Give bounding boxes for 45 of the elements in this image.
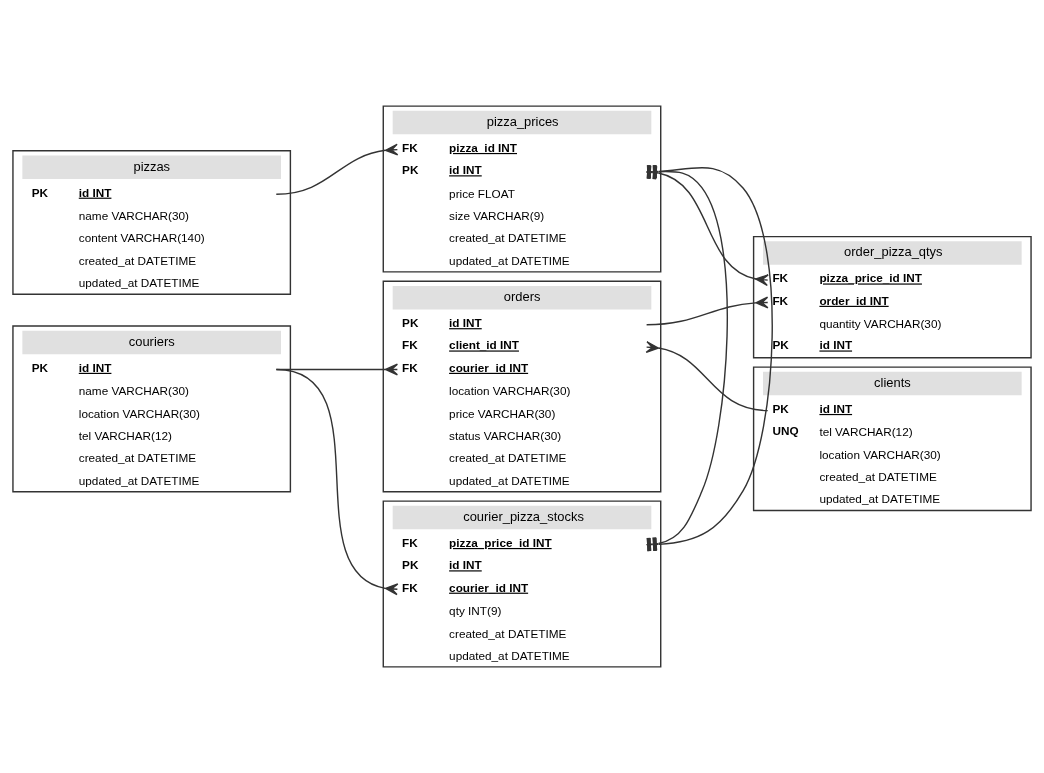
node-text: updated_at DATETIME: [449, 253, 570, 267]
node-text: created_at DATETIME: [449, 451, 567, 465]
node-text: price FLOAT: [449, 186, 515, 200]
node-text: FK pizza_id INT: [402, 140, 518, 154]
node-text: PK id INT: [772, 338, 853, 352]
node-text: FK pizza_price_id INT: [402, 535, 552, 549]
connector: [275, 143, 399, 195]
node-text: created_at DATETIME: [78, 451, 197, 465]
connector: [275, 368, 399, 596]
node-text: content VARCHAR(140): [78, 231, 205, 245]
node-text: name VARCHAR(30): [78, 384, 189, 398]
node-text: FK client_id INT: [402, 338, 519, 352]
node-text: created_at DATETIME: [819, 470, 937, 484]
node-text: location VARCHAR(30): [449, 384, 571, 398]
node-text: UNQ tel VARCHAR(12): [772, 424, 913, 439]
node-text: created_at DATETIME: [449, 626, 567, 640]
node-text: FK courier_id INT: [402, 360, 529, 374]
node-text: created_at DATETIME: [78, 253, 197, 267]
node-text: PK id INT: [772, 401, 853, 415]
node-text: updated_at DATETIME: [449, 648, 570, 662]
node-text: PK id INT: [402, 316, 482, 330]
node-text: updated_at DATETIME: [819, 492, 941, 506]
node-text: PK id INT: [402, 558, 482, 572]
node-text: size VARCHAR(9): [449, 209, 545, 223]
node-text: price VARCHAR(30): [449, 406, 556, 420]
node-text: status VARCHAR(30): [449, 428, 562, 442]
node-text: location VARCHAR(30): [78, 406, 201, 420]
node-text: quantity VARCHAR(30): [819, 317, 942, 331]
node-text: location VARCHAR(30): [819, 447, 941, 461]
node-text: FK order_id INT: [772, 293, 889, 307]
node-text: PK id INT: [31, 360, 112, 374]
node-text: PK id INT: [402, 163, 482, 177]
node-text: updated_at DATETIME: [78, 276, 200, 290]
node-text: FK pizza_price_id INT: [772, 271, 922, 285]
node-text: created_at DATETIME: [449, 231, 567, 245]
node-text: name VARCHAR(30): [78, 209, 189, 223]
node-text: qty INT(9): [449, 604, 502, 618]
connector: [645, 341, 769, 412]
node-text: FK courier_id INT: [402, 580, 529, 594]
node-text: PK id INT: [31, 185, 112, 199]
node-text: updated_at DATETIME: [449, 473, 570, 487]
node-text: tel VARCHAR(12): [78, 428, 172, 442]
connector: [275, 363, 399, 376]
node-text: updated_at DATETIME: [78, 473, 200, 487]
connector: [645, 296, 769, 326]
